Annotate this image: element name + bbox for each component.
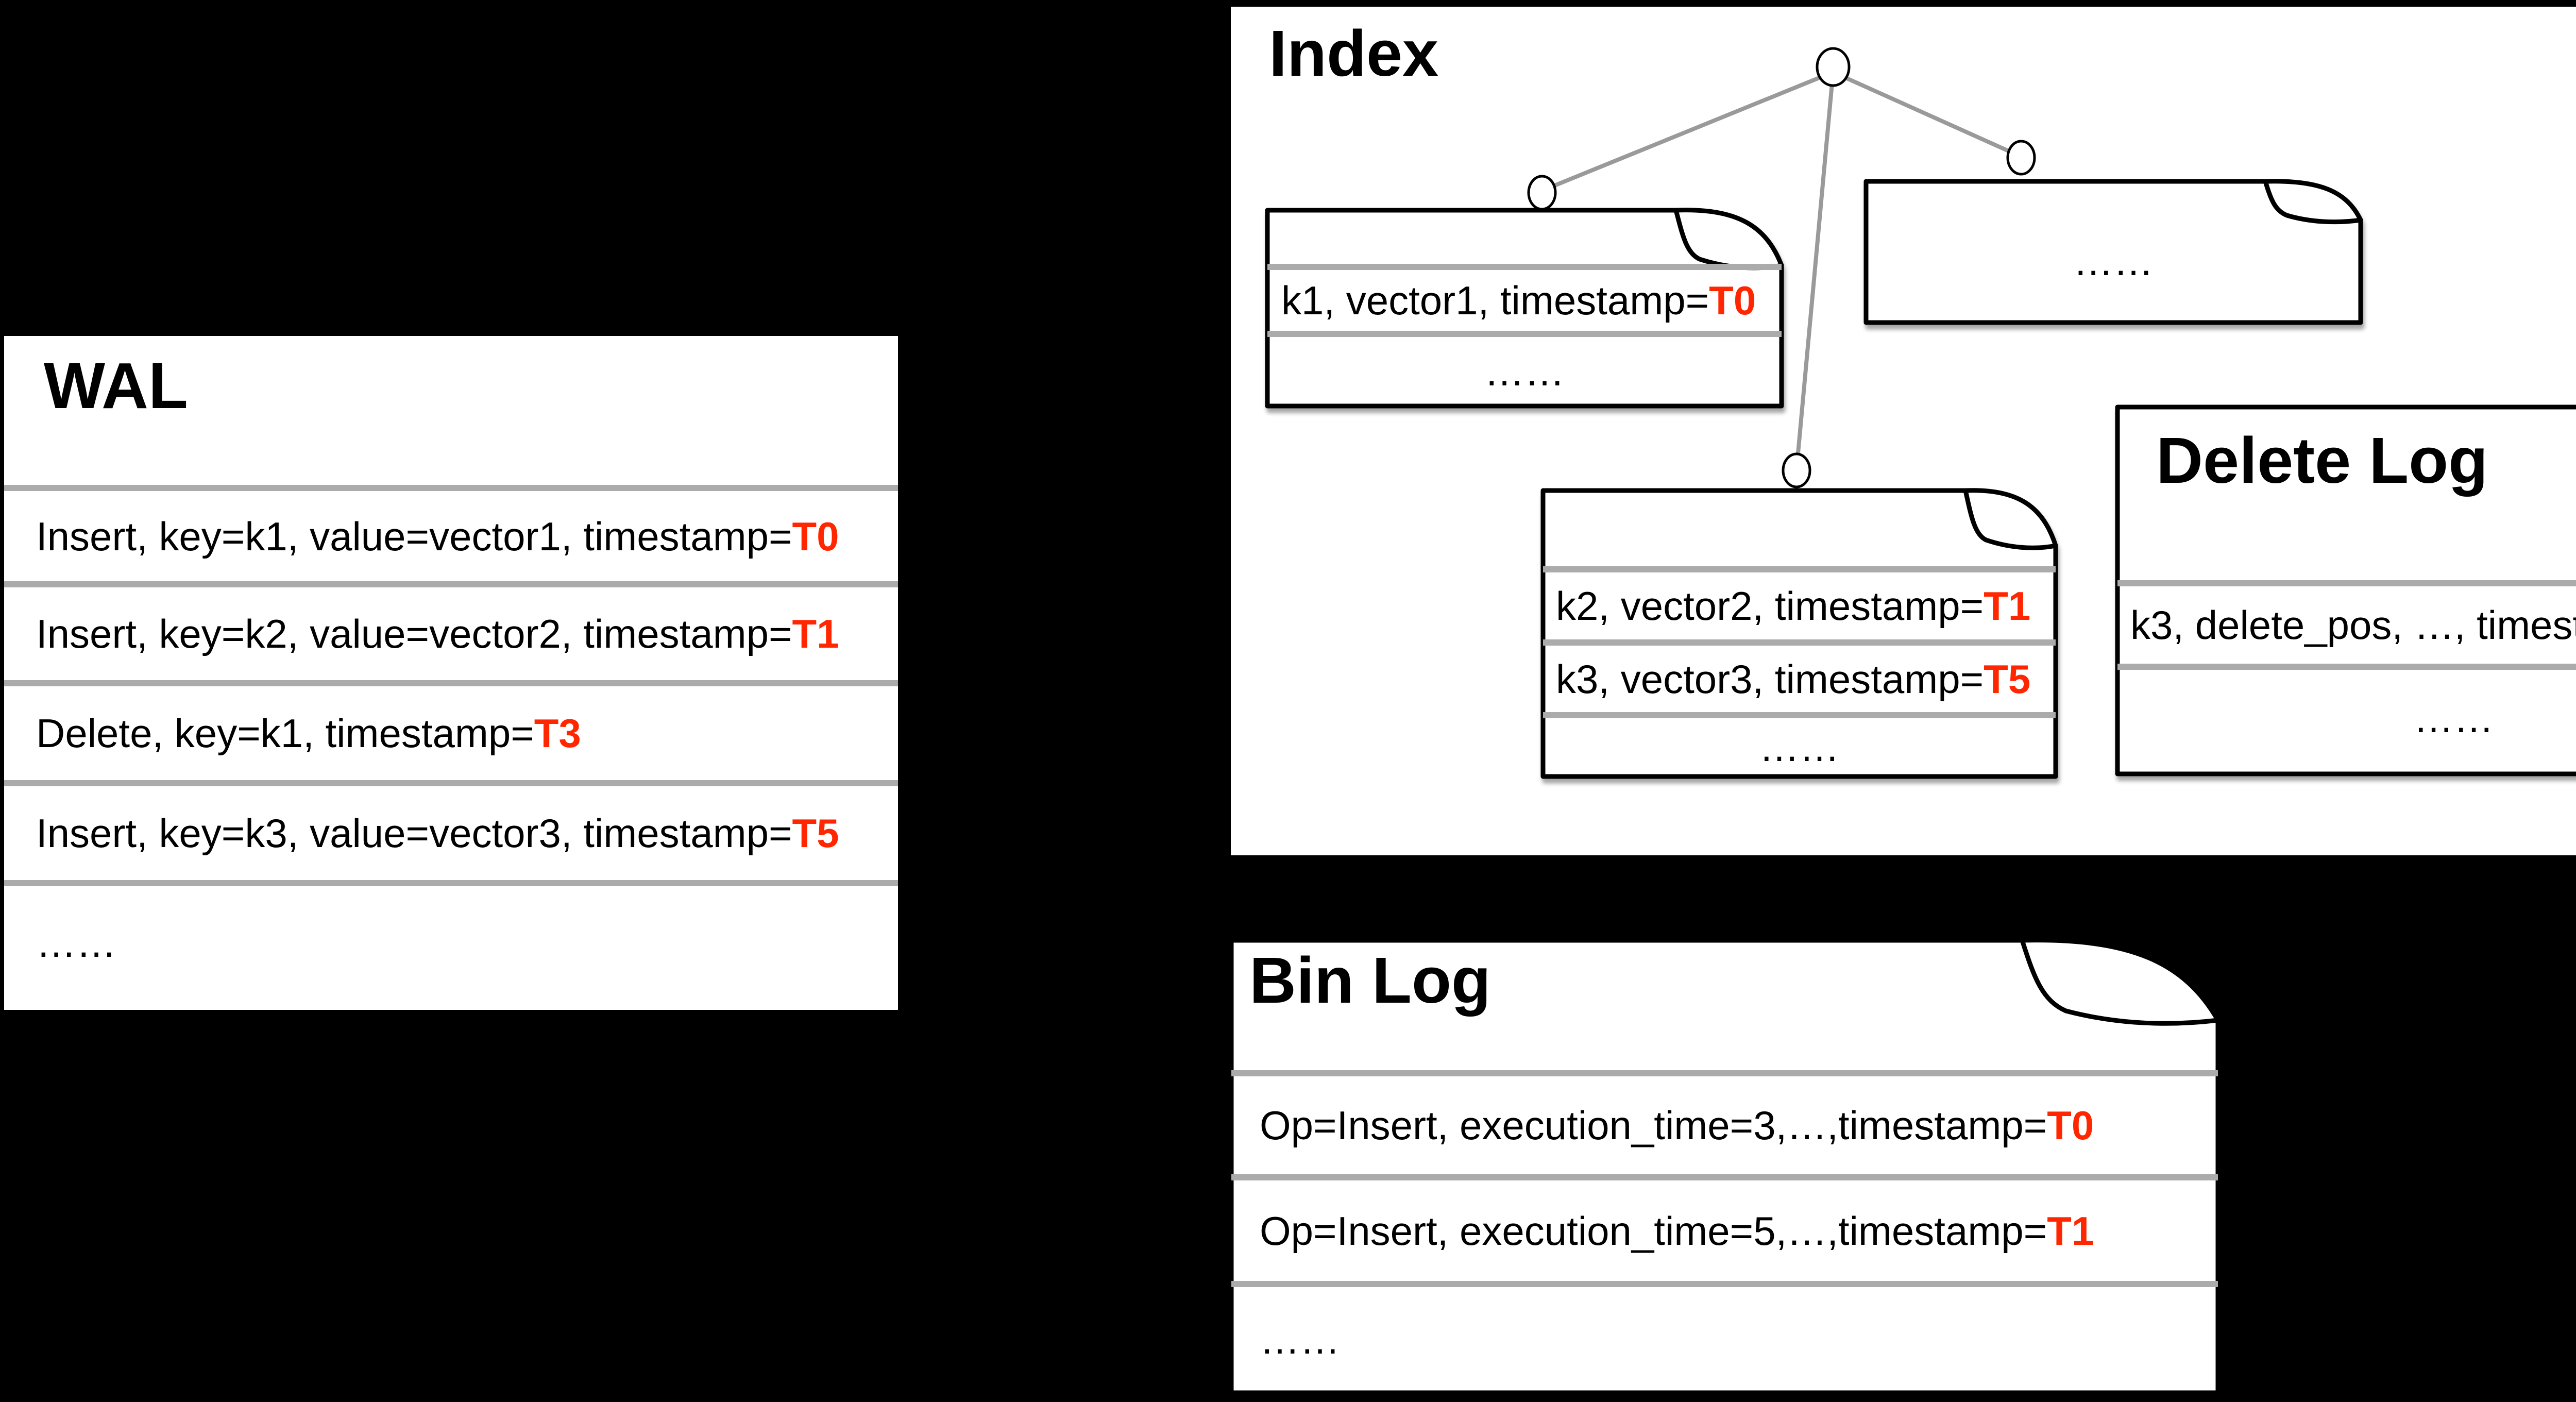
index-entry: …… — [1265, 334, 1784, 409]
index-segment-k1: k1, vector1, timestamp=T0 …… — [1265, 208, 1784, 409]
wal-separator — [4, 485, 898, 491]
index-entry: k3, vector3, timestamp=T5 — [1556, 643, 2030, 715]
index-entry: …… — [1540, 715, 2058, 779]
index-entry-text: …… — [1484, 348, 1565, 394]
bin-log: Bin Log Op=Insert, execution_time=3,…,ti… — [1229, 938, 2221, 1395]
index-entry: k1, vector1, timestamp=T0 — [1281, 267, 1756, 334]
index-entry-text: k3, vector3, timestamp= — [1556, 656, 1984, 702]
index-entry-text: k1, vector1, timestamp= — [1281, 278, 1709, 323]
log-entry-text: …… — [1260, 1317, 1340, 1362]
timestamp-value: T1 — [2047, 1208, 2094, 1254]
index-segment-k2k3: k2, vector2, timestamp=T1 k3, vector3, t… — [1540, 488, 2058, 779]
tree-edge — [1794, 72, 1835, 470]
timestamp-value: T1 — [1984, 583, 2031, 629]
wal-separator — [4, 581, 898, 587]
timestamp-value: T1 — [792, 611, 839, 656]
page-curl-icon — [1963, 488, 2058, 550]
log-entry-text: k3, delete_pos, …, timestamp= — [2130, 602, 2576, 648]
page-curl-icon — [2020, 938, 2221, 1026]
timestamp-value: T0 — [1709, 278, 1756, 323]
index-title: Index — [1269, 17, 1439, 90]
delete-log-entry: k3, delete_pos, …, timestamp=T3 — [2130, 583, 2576, 667]
page-curl-icon — [2263, 179, 2363, 225]
bin-log-entry: …… — [1260, 1284, 1340, 1395]
log-entry-text: Insert, key=k3, value=vector3, timestamp… — [36, 810, 792, 856]
wal-log-entry: Insert, key=k1, value=vector1, timestamp… — [36, 491, 839, 581]
log-entry-text: …… — [36, 920, 116, 966]
tree-node-circle — [1527, 175, 1557, 211]
wal-box: WAL Insert, key=k1, value=vector1, times… — [4, 336, 898, 1010]
wal-separator — [4, 880, 898, 886]
timestamp-value: T5 — [1984, 656, 2031, 702]
delete-log-entry: …… — [2115, 667, 2576, 770]
tree-edge — [1541, 70, 1834, 193]
timestamp-value: T0 — [2047, 1103, 2094, 1148]
timestamp-value: T3 — [534, 711, 581, 756]
bin-log-title: Bin Log — [1249, 944, 1491, 1017]
wal-log-entry: …… — [36, 886, 116, 1000]
index-segment-document — [1540, 488, 2058, 779]
bin-log-document — [1229, 938, 2221, 1395]
timestamp-value: T0 — [792, 513, 839, 559]
index-entry-text: …… — [2073, 239, 2154, 284]
wal-title: WAL — [44, 349, 188, 422]
wal-separator — [4, 680, 898, 686]
log-entry-text: Delete, key=k1, timestamp= — [36, 711, 534, 756]
wal-log-entry: Insert, key=k3, value=vector3, timestamp… — [36, 786, 839, 880]
index-segment-document — [1265, 208, 1784, 409]
tree-root-node-circle — [1816, 47, 1851, 87]
log-entry-text: Op=Insert, execution_time=5,…,timestamp= — [1260, 1208, 2047, 1254]
index-segment-other: …… — [1863, 179, 2363, 325]
log-entry-text: Insert, key=k2, value=vector2, timestamp… — [36, 611, 792, 656]
document-shape — [1229, 938, 2221, 1395]
wal-separator — [4, 780, 898, 786]
timestamp-value: T5 — [792, 810, 839, 856]
index-segment-document — [1863, 179, 2363, 325]
delete-log: Delete Log k3, delete_pos, …, timestamp=… — [2115, 404, 2576, 776]
delete-log-document — [2115, 404, 2576, 776]
log-entry-text: Op=Insert, execution_time=3,…,timestamp= — [1260, 1103, 2047, 1148]
bin-log-entry: Op=Insert, execution_time=5,…,timestamp=… — [1260, 1177, 2094, 1284]
index-entry: …… — [1863, 210, 2363, 313]
delete-log-title: Delete Log — [2156, 424, 2488, 497]
log-entry-text: …… — [2413, 696, 2494, 741]
tree-node-circle — [1782, 452, 1811, 488]
index-entry-text: …… — [1759, 724, 1840, 770]
tree-edge — [1832, 70, 2022, 159]
index-entry: k2, vector2, timestamp=T1 — [1556, 569, 2030, 643]
bin-log-entry: Op=Insert, execution_time=3,…,timestamp=… — [1260, 1073, 2094, 1177]
wal-log-entry: Delete, key=k1, timestamp=T3 — [36, 686, 581, 780]
tree-node-circle — [2006, 140, 2036, 176]
wal-log-entry: Insert, key=k2, value=vector2, timestamp… — [36, 587, 839, 680]
log-entry-text: Insert, key=k1, value=vector1, timestamp… — [36, 513, 792, 559]
index-entry-text: k2, vector2, timestamp= — [1556, 583, 1984, 629]
document-shape — [2115, 404, 2576, 776]
